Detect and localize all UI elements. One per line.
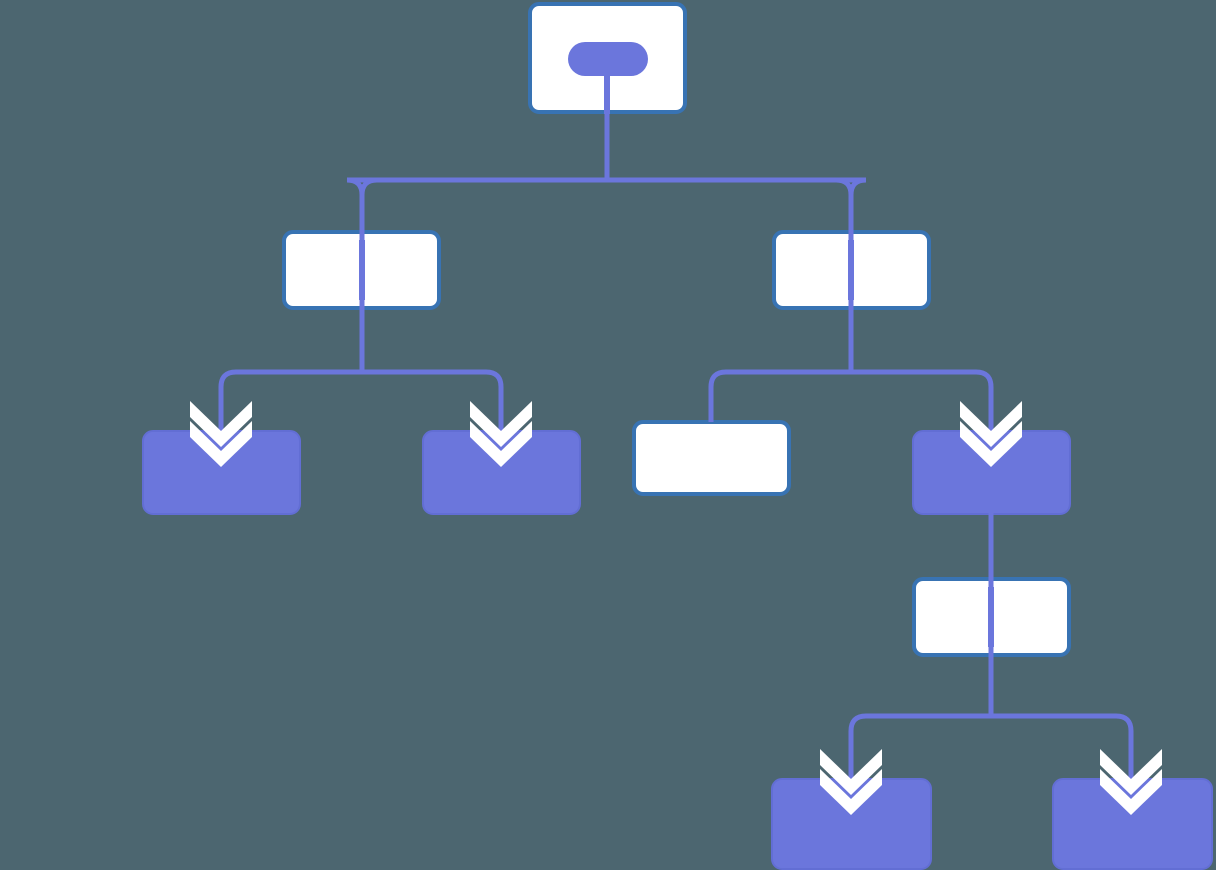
arrow-into-leaf-node-2 (470, 401, 532, 467)
arrow-into-leaf-node-5 (1100, 749, 1162, 815)
root-pill-badge[interactable] (568, 42, 648, 76)
arrow-into-leaf-node-4 (820, 749, 882, 815)
arrow-into-leaf-node-1 (190, 401, 252, 467)
plain-node-3[interactable] (632, 420, 791, 496)
arrow-into-branch-deep (960, 401, 1022, 467)
